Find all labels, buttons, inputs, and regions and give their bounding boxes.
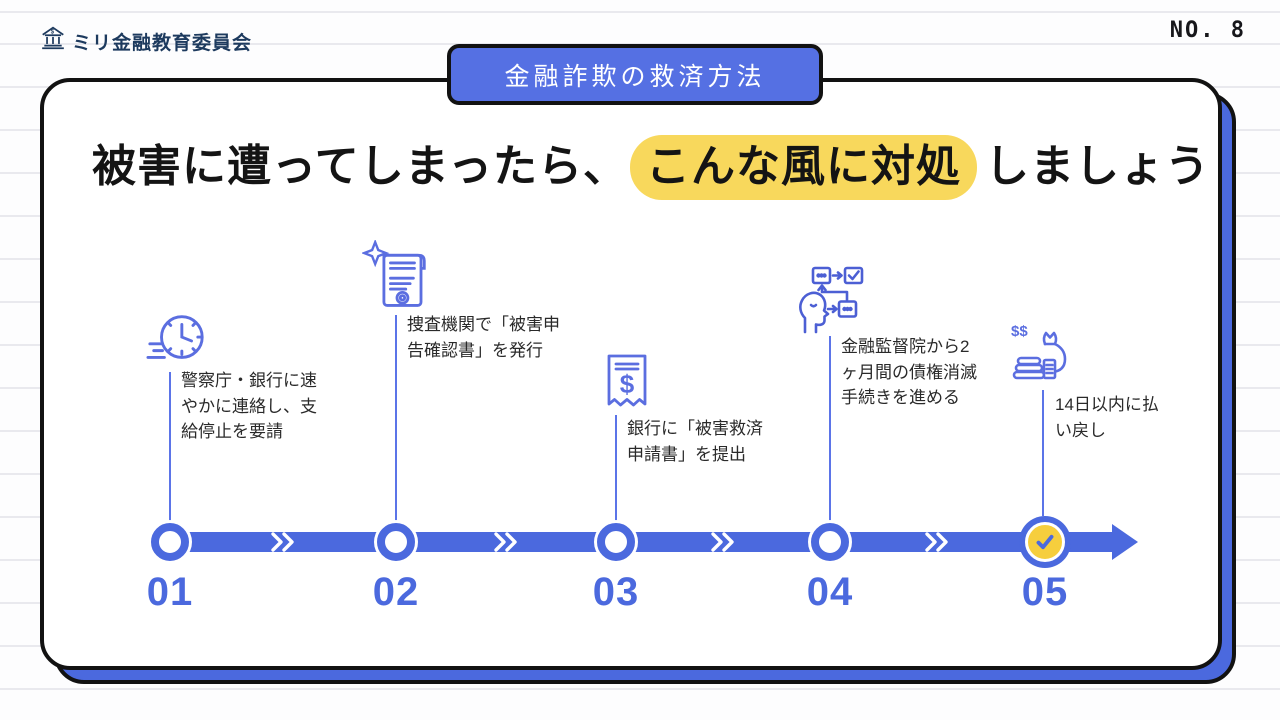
step-description: 金融監督院から2 ヶ月間の債権消滅 手続きを進める — [841, 337, 977, 407]
receipt-icon: $ — [595, 348, 659, 419]
step-number: 05 — [1021, 570, 1069, 614]
step-number: 02 — [372, 570, 420, 614]
topic-badge-label: 金融詐欺の救済方法 — [504, 62, 766, 91]
certificate-icon — [360, 238, 432, 317]
step-connector — [169, 372, 171, 522]
money-bag-icon: $$ — [1008, 318, 1072, 387]
timeline-bar — [170, 532, 1112, 552]
timeline-node-completed — [1019, 516, 1071, 568]
logo: $ ミリ金融教育委員会 — [40, 25, 252, 57]
double-chevron-icon — [708, 531, 738, 558]
page-number: NO. 8 — [1169, 18, 1246, 43]
double-chevron-icon — [268, 531, 298, 558]
step-description: 銀行に「被害救済 申請書」を提出 — [627, 419, 763, 464]
timeline-arrowhead-icon — [1112, 524, 1138, 560]
timeline-node — [151, 523, 189, 561]
topic-badge: 金融詐欺の救済方法 — [447, 44, 823, 105]
workflow-icon — [797, 264, 871, 339]
check-icon — [1025, 522, 1065, 562]
svg-text:$: $ — [51, 30, 55, 36]
bank-icon: $ — [40, 25, 66, 57]
step-description: 14日以内に払 い戻し — [1055, 395, 1159, 440]
title-pre: 被害に遭ってしまったら、 — [92, 142, 629, 191]
svg-text:$: $ — [620, 369, 635, 399]
step-number: 04 — [806, 570, 854, 614]
svg-text:$$: $$ — [1011, 323, 1028, 340]
double-chevron-icon — [922, 531, 952, 558]
step-number: 03 — [592, 570, 640, 614]
logo-text: ミリ金融教育委員会 — [72, 32, 253, 54]
title-post: しましょう — [985, 142, 1211, 191]
step-number: 01 — [146, 570, 194, 614]
step-connector — [829, 336, 831, 522]
double-chevron-icon — [491, 531, 521, 558]
timeline-node — [597, 523, 635, 561]
step-description: 捜査機関で「被害申 告確認書」を発行 — [407, 315, 560, 360]
step-connector — [1042, 390, 1044, 516]
timeline-node — [811, 523, 849, 561]
step-connector — [615, 415, 617, 522]
step-description: 警察庁・銀行に速 やかに連絡し、支 給停止を要請 — [181, 371, 317, 441]
timeline-node — [377, 523, 415, 561]
page-title: 被害に遭ってしまったら、こんな風に対処しましょう — [92, 130, 1211, 200]
title-highlight: こんな風に対処 — [630, 135, 978, 200]
clock-icon — [146, 308, 208, 375]
step-connector — [395, 315, 397, 522]
